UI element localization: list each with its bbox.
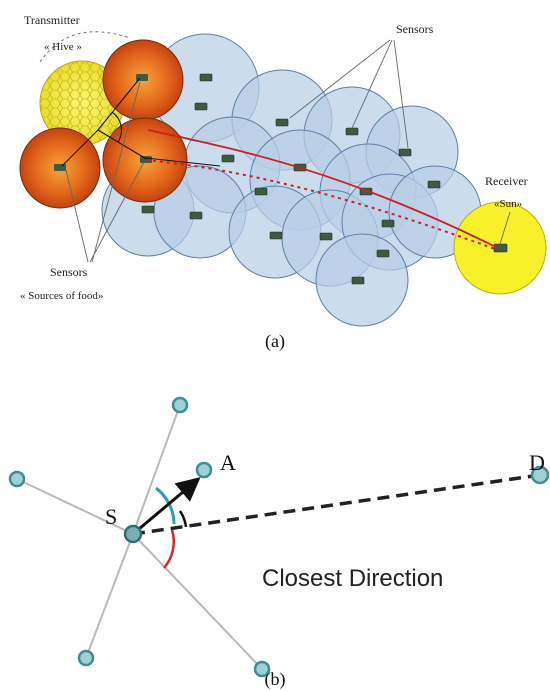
receiver-node-icon: [493, 243, 508, 253]
sensor-node-icon: [140, 156, 152, 163]
route-solid: [147, 129, 499, 249]
red-angle-arc: [163, 529, 175, 569]
sensor-node-icon: [221, 154, 235, 163]
closest-direction-line: [132, 473, 541, 536]
sensor-node-icon: [189, 211, 203, 220]
node-s: [123, 524, 143, 544]
sources-of-food-label: « Sources of food»: [20, 290, 103, 302]
neighbor-links: [16, 404, 263, 670]
caption-a: (a): [265, 331, 285, 352]
closest-direction-label: Closest Direction: [262, 565, 443, 592]
sun-label: «Sun»: [494, 198, 522, 210]
network-nodes: [8, 396, 550, 678]
node-a: [195, 461, 213, 479]
receiver-label: Receiver: [485, 174, 528, 188]
arrow-s-to-a: [132, 477, 201, 536]
label-a: A: [220, 450, 236, 475]
sensor-node-icon: [351, 276, 365, 285]
sensor-node-icon: [199, 73, 213, 82]
sensor-node-icon: [398, 148, 412, 157]
sensor-node-icon: [381, 219, 395, 228]
sensor-node-icon: [254, 187, 268, 196]
sensor-node-icon: [376, 249, 390, 258]
hive-label: « Hive »: [44, 41, 82, 53]
sensor-node-icon: [319, 232, 333, 241]
panel-b: S A D Closest Direction (b): [8, 396, 550, 690]
sensor-node-icon: [275, 118, 289, 127]
food-to-route-line: [145, 157, 221, 167]
sensor-node-icon: [194, 102, 208, 111]
label-s: S: [105, 504, 117, 529]
black-angle-arc: [178, 510, 188, 528]
node-left: [8, 470, 26, 488]
sensor-node-icon: [345, 127, 359, 136]
caption-b: (b): [265, 669, 286, 690]
sensor-node-icon: [427, 180, 441, 189]
node-bottom-right: [253, 660, 271, 678]
transmitter-label: Transmitter: [24, 13, 80, 27]
sensors-top-label: Sensors: [396, 22, 434, 36]
panel-a: Transmitter « Hive » Sensors Sensors « S…: [19, 13, 547, 352]
sensor-node-icon: [141, 205, 155, 214]
sensors-bottom-label: Sensors: [50, 265, 88, 279]
route-dotted: [145, 159, 499, 251]
label-d: D: [529, 450, 545, 475]
node-bottom-left: [77, 649, 95, 667]
sensor-node-icon: [54, 164, 66, 171]
sensor-node-icon: [269, 231, 283, 240]
leader-lines: [65, 39, 511, 263]
node-d: [530, 465, 550, 485]
node-top: [171, 396, 189, 414]
